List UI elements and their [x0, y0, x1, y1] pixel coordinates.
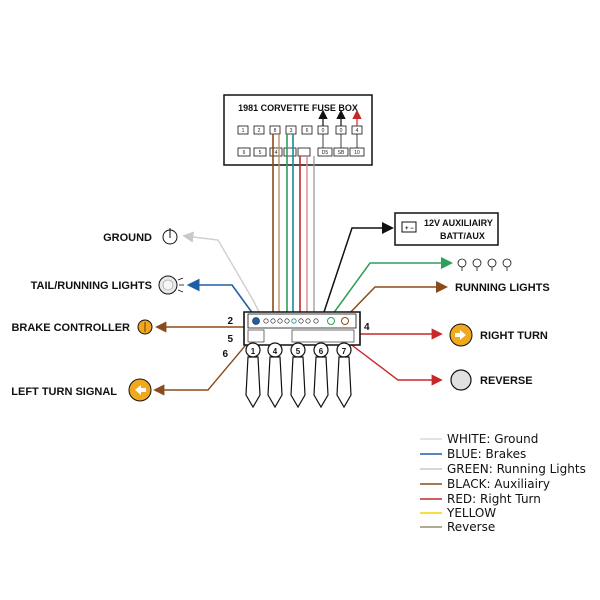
- svg-text:+ −: + −: [405, 226, 414, 232]
- aux-battery-box: + − 12V AUXILIAIRY BATT/AUX: [394, 212, 499, 246]
- connector-pin: [305, 318, 311, 324]
- fuse-slot-label: 6: [306, 128, 309, 134]
- fuse-slot-label: 2: [258, 128, 261, 134]
- legend-entry: RED: Right Turn: [447, 492, 541, 506]
- terminal-number: 1: [251, 347, 256, 356]
- connector-pin: [277, 318, 283, 324]
- tail-running-label: TAIL/RUNNING LIGHTS: [31, 280, 152, 292]
- connector-terminal: 4: [267, 342, 283, 409]
- fuse-slot: D5: [317, 147, 333, 157]
- connector-side-number: 2: [227, 316, 233, 327]
- connector-terminal: 1: [245, 342, 261, 409]
- running-lights-wire: [344, 281, 448, 319]
- fuse-wires: [272, 134, 315, 318]
- fuse-slot: 4: [351, 125, 363, 135]
- terminal-number: 6: [319, 347, 324, 356]
- legend-entry: YELLOW: [446, 506, 496, 520]
- fuse-slot-label: 0: [340, 128, 343, 134]
- fuse-slot: 4: [269, 147, 283, 157]
- running-bulbs-icon: [457, 258, 512, 271]
- connector-terminal: 7: [336, 342, 352, 409]
- running-bulbs-wire: [329, 257, 453, 319]
- connector-pin: [263, 318, 269, 324]
- legend: WHITE: Ground BLUE: Brakes GREEN: Runnin…: [420, 432, 586, 534]
- connector-pin: [313, 318, 319, 324]
- connector-pin: [270, 318, 276, 324]
- legend-entry: Reverse: [447, 520, 495, 534]
- connector-terminal: 5: [290, 342, 306, 409]
- right-turn-icon: [449, 323, 473, 347]
- connector-side-number: 4: [364, 322, 370, 333]
- trailer-connector: 2 5 6 4 1 4 5 6 7: [222, 311, 370, 409]
- fuse-slot-label: 3: [290, 128, 293, 134]
- fuse-slot-label: D5: [322, 150, 329, 156]
- connector-side-number: 5: [227, 334, 233, 345]
- fuse-row-bottom: 6 5 4 D5 SB 10: [237, 147, 365, 157]
- connector-pin-brown: [341, 317, 349, 325]
- aux-line2: BATT/AUX: [440, 231, 485, 241]
- ground-wire: [182, 231, 263, 319]
- connector-pin: [298, 318, 304, 324]
- left-turn-icon: [128, 378, 152, 402]
- terminal-number: 5: [296, 347, 301, 356]
- legend-entry: WHITE: Ground: [447, 432, 538, 446]
- running-lights-label: RUNNING LIGHTS: [455, 282, 550, 294]
- legend-entry: BLUE: Brakes: [447, 447, 526, 461]
- reverse-icon: [450, 369, 472, 391]
- fuse-slot: 6: [237, 147, 251, 157]
- fuse-slot: 0: [317, 125, 329, 135]
- fuse-slot: 0: [335, 125, 347, 135]
- fuse-slot-label: 6: [243, 150, 246, 156]
- brake-controller-icon: [137, 319, 153, 335]
- fuse-slot-label: 4: [275, 150, 278, 156]
- battery-icon: [401, 221, 417, 233]
- fuse-slot-label: 0: [322, 128, 325, 134]
- fuse-slot-label: 5: [259, 150, 262, 156]
- brake-controller-label: BRAKE CONTROLLER: [11, 322, 130, 334]
- right-turn-label: RIGHT TURN: [480, 330, 548, 342]
- fuse-slot: [283, 147, 297, 157]
- fuse-slot: 6: [301, 125, 313, 135]
- connector-pin: [284, 318, 290, 324]
- fuse-slot: SB: [333, 147, 349, 157]
- fuse-slot: [297, 147, 311, 157]
- left-turn-label: LEFT TURN SIGNAL: [11, 386, 117, 398]
- fuse-slot: 3: [285, 125, 297, 135]
- legend-entry: GREEN: Running Lights: [447, 462, 586, 476]
- fuse-slot: 8: [269, 125, 281, 135]
- fuse-box: 1981 CORVETTE FUSE BOX 1 2 8 3 6 0 0 4 6…: [223, 94, 373, 166]
- fuse-slot-label: SB: [338, 150, 345, 156]
- terminal-number: 4: [273, 347, 278, 356]
- fuse-slot-label: 4: [356, 128, 359, 134]
- connector-terminal: 6: [313, 342, 329, 409]
- fuse-slot: 10: [349, 147, 365, 157]
- ground-label: GROUND: [103, 232, 152, 244]
- legend-entry: BLACK: Auxiliairy: [447, 477, 550, 491]
- fuse-row-top: 1 2 8 3 6 0 0 4: [237, 125, 363, 135]
- aux-wire: [321, 222, 394, 319]
- fuse-box-title: 1981 CORVETTE FUSE BOX: [238, 103, 358, 113]
- aux-line1: 12V AUXILIAIRY: [424, 218, 493, 228]
- terminal-number: 7: [342, 347, 347, 356]
- connector-pin-blue: [252, 317, 260, 325]
- tail-wire: [186, 278, 257, 319]
- reverse-label: REVERSE: [480, 375, 533, 387]
- ground-icon: [162, 228, 178, 245]
- connector-pin: [291, 318, 297, 324]
- fuse-slot-label: 1: [242, 128, 245, 134]
- connector-pin-green: [327, 317, 335, 325]
- reverse-wire: [344, 339, 443, 386]
- fuse-slot-label: 10: [354, 150, 360, 156]
- fuse-slot: 1: [237, 125, 249, 135]
- tail-light-icon: [158, 275, 184, 295]
- fuse-slot: 5: [253, 147, 267, 157]
- fuse-slot: 2: [253, 125, 265, 135]
- connector-side-number: 6: [222, 349, 228, 360]
- fuse-slot-label: 8: [274, 128, 277, 134]
